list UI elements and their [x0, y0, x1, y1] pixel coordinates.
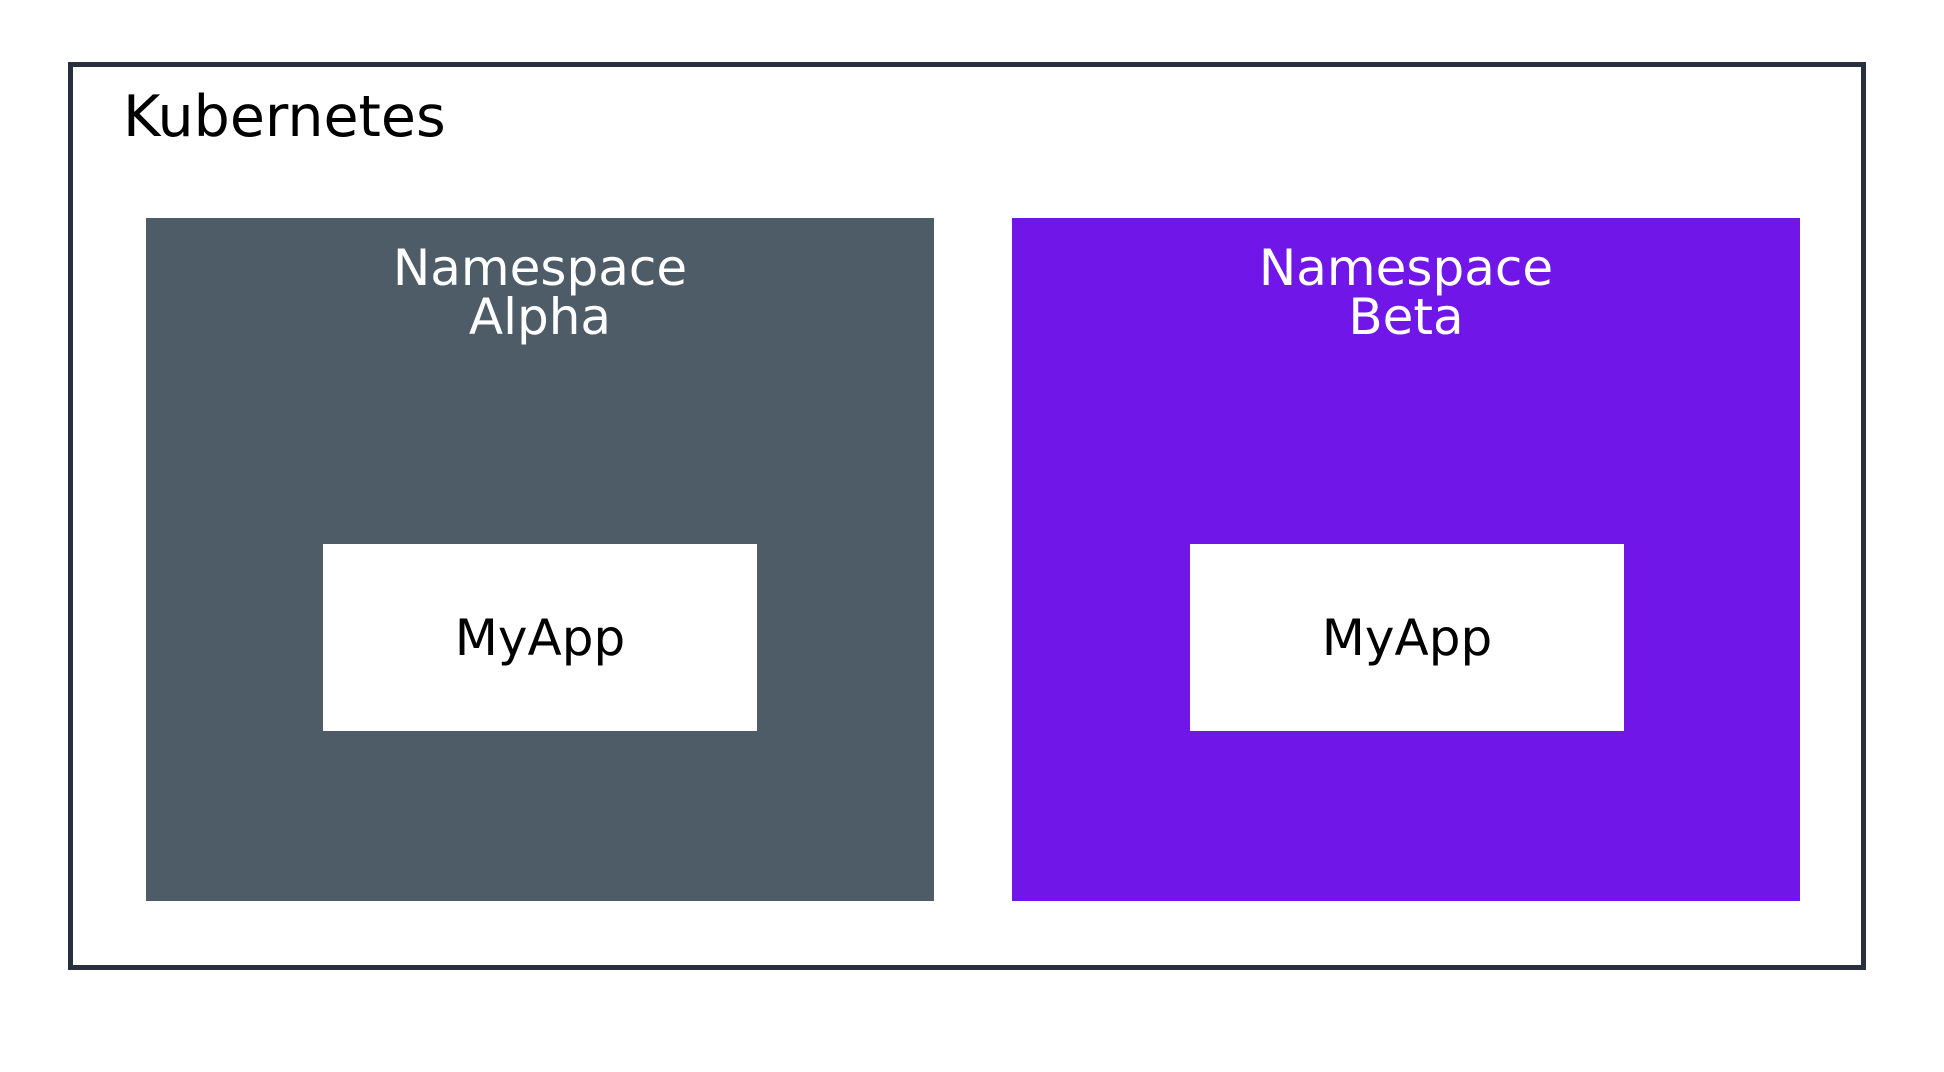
namespace-row: Namespace Alpha MyApp Namespace Beta MyA…: [73, 67, 1861, 965]
namespace-box-alpha[interactable]: Namespace Alpha MyApp: [146, 218, 934, 901]
namespace-label-beta: Namespace Beta: [1258, 239, 1554, 346]
cluster-title: Kubernetes: [123, 84, 446, 150]
app-box-alpha[interactable]: MyApp: [323, 544, 757, 731]
namespace-label-alpha: Namespace Alpha: [392, 239, 688, 346]
app-box-beta[interactable]: MyApp: [1190, 544, 1624, 731]
kubernetes-cluster-frame: Kubernetes Namespace Alpha MyApp Namespa…: [68, 62, 1866, 970]
namespace-box-beta[interactable]: Namespace Beta MyApp: [1012, 218, 1800, 901]
app-label-alpha: MyApp: [454, 608, 626, 667]
app-label-beta: MyApp: [1321, 608, 1493, 667]
